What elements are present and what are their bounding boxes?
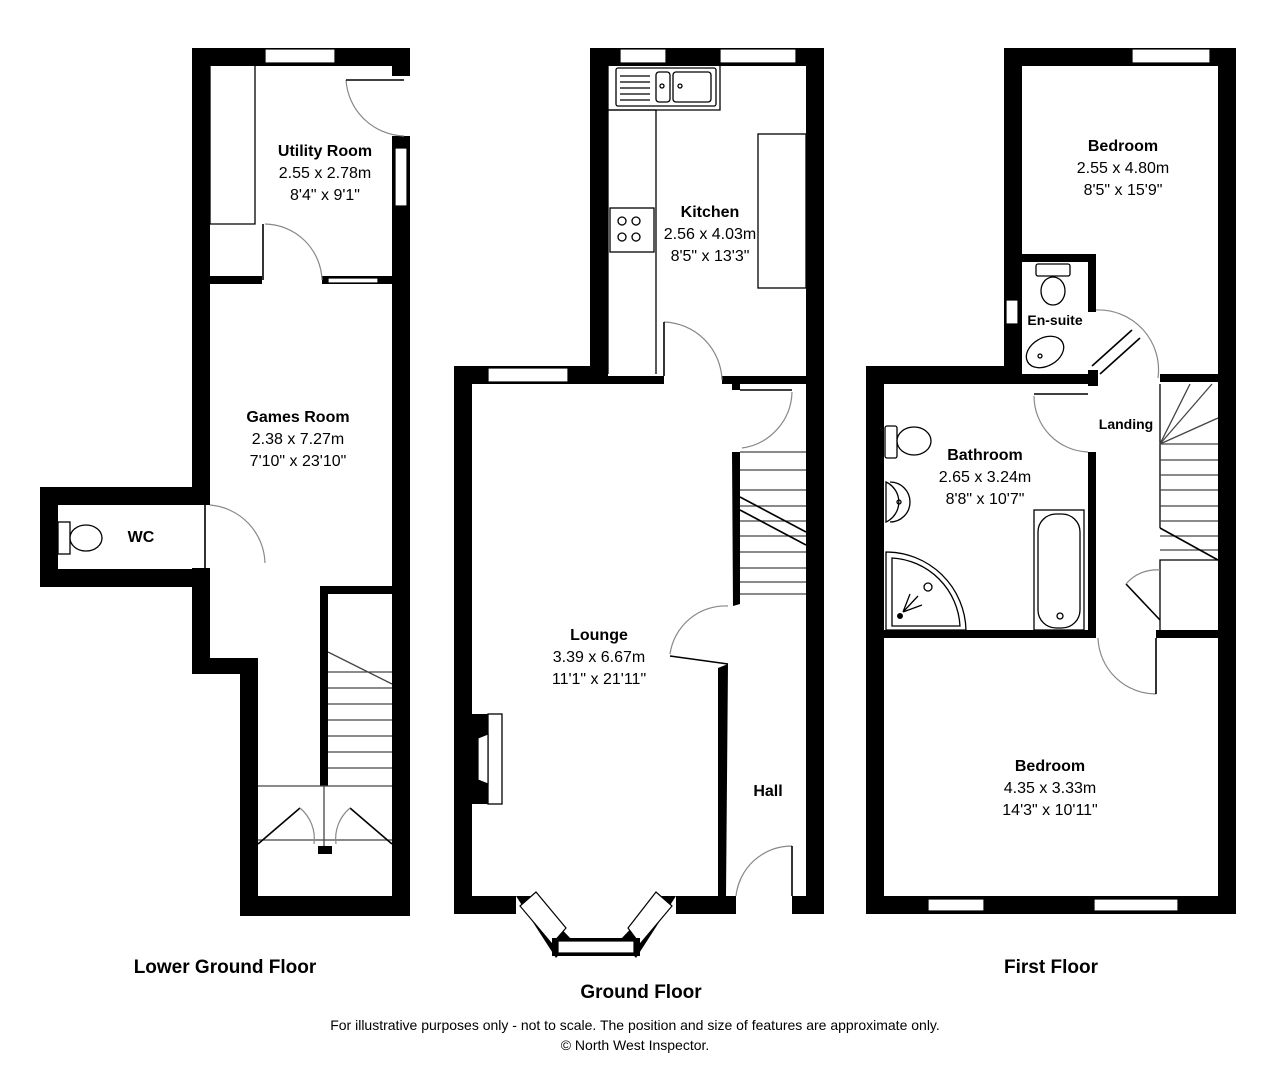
disclaimer-text: For illustrative purposes only - not to …: [330, 1017, 940, 1033]
first-floor-plan: [866, 48, 1236, 914]
lower-ground-floor-plan: [40, 48, 410, 916]
room-size-metric: 2.55 x 2.78m: [278, 165, 372, 182]
room-name: Bedroom: [1087, 138, 1159, 155]
room-name: Hall: [753, 783, 783, 800]
room-name: Kitchen: [680, 204, 740, 221]
room-label-bedroom-front: Bedroom 4.35 x 3.33m 14'3" x 10'11": [1002, 756, 1097, 822]
room-name: WC: [127, 529, 155, 546]
room-size-imperial: 8'5" x 15'9": [1083, 182, 1163, 199]
room-size-imperial: 8'5" x 13'3": [670, 248, 750, 265]
room-name: En-suite: [1027, 312, 1083, 328]
room-size-imperial: 8'4" x 9'1": [290, 187, 360, 204]
copyright-text: © North West Inspector.: [560, 1037, 710, 1053]
room-name: Utility Room: [277, 143, 373, 160]
room-label-bathroom: Bathroom 2.65 x 3.24m 8'8" x 10'7": [939, 445, 1032, 511]
room-size-metric: 3.39 x 6.67m: [552, 649, 646, 666]
room-name: Bathroom: [947, 447, 1023, 464]
room-size-imperial: 8'8" x 10'7": [945, 491, 1025, 508]
footer: For illustrative purposes only - not to …: [0, 1015, 1270, 1055]
room-name: Lounge: [570, 627, 628, 644]
floor-title-ground: Ground Floor: [580, 982, 702, 1003]
room-name: Bedroom: [1014, 758, 1086, 775]
room-label-games-room: Games Room 2.38 x 7.27m 7'10" x 23'10": [246, 407, 349, 473]
room-size-imperial: 14'3" x 10'11": [1002, 802, 1098, 819]
room-name: Landing: [1098, 416, 1154, 432]
room-label-landing: Landing: [1099, 413, 1153, 435]
room-size-metric: 2.38 x 7.27m: [251, 431, 345, 448]
floor-title-lower-ground: Lower Ground Floor: [133, 957, 317, 978]
room-size-imperial: 7'10" x 23'10": [249, 453, 347, 470]
room-label-bedroom-rear: Bedroom 2.55 x 4.80m 8'5" x 15'9": [1077, 136, 1170, 202]
room-label-ensuite: En-suite: [1027, 309, 1082, 331]
room-label-wc: WC: [128, 527, 155, 549]
ground-floor-plan: [454, 48, 824, 958]
room-size-metric: 2.55 x 4.80m: [1076, 160, 1170, 177]
room-label-utility-room: Utility Room 2.55 x 2.78m 8'4" x 9'1": [278, 141, 372, 207]
room-size-metric: 2.56 x 4.03m: [663, 226, 757, 243]
room-label-kitchen: Kitchen 2.56 x 4.03m 8'5" x 13'3": [664, 202, 757, 268]
floor-title-first: First Floor: [1004, 957, 1098, 978]
room-size-metric: 4.35 x 3.33m: [1003, 780, 1097, 797]
room-size-imperial: 11'1" x 21'11": [551, 671, 647, 688]
room-name: Games Room: [246, 409, 350, 426]
room-size-metric: 2.65 x 3.24m: [938, 469, 1032, 486]
room-label-lounge: Lounge 3.39 x 6.67m 11'1" x 21'11": [552, 625, 646, 691]
room-label-hall: Hall: [753, 781, 782, 803]
